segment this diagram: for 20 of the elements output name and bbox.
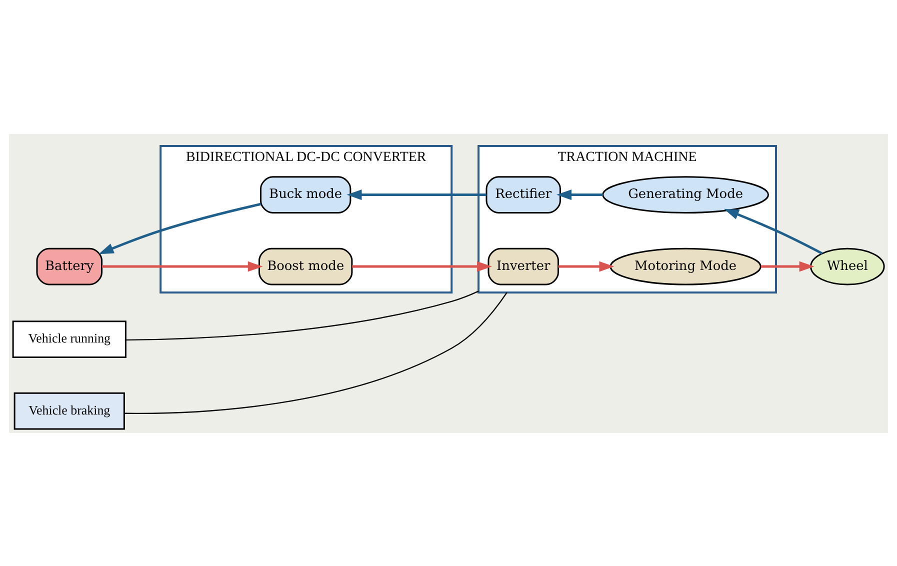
node-box: Inverter	[488, 247, 559, 285]
arrow	[352, 260, 492, 272]
arrow	[760, 260, 814, 272]
node-box: Vehicle running	[12, 320, 126, 358]
node-box: Vehicle braking	[14, 392, 125, 430]
connector	[126, 290, 479, 340]
node-box: Buck mode	[260, 176, 352, 213]
node-ellipse: Motoring Mode	[610, 247, 762, 285]
arrow	[558, 260, 614, 272]
node-ellipse: Generating Mode	[602, 176, 770, 213]
node-box: Battery	[36, 247, 103, 285]
connector	[124, 292, 508, 414]
arrow	[346, 189, 486, 200]
node-box: Boost mode	[258, 247, 353, 285]
arrow	[556, 189, 603, 200]
node-box: Rectifier	[486, 176, 561, 213]
arrow	[724, 208, 823, 254]
node-ellipse: Wheel	[810, 247, 885, 285]
arrow	[102, 260, 263, 272]
arrow	[98, 202, 261, 254]
